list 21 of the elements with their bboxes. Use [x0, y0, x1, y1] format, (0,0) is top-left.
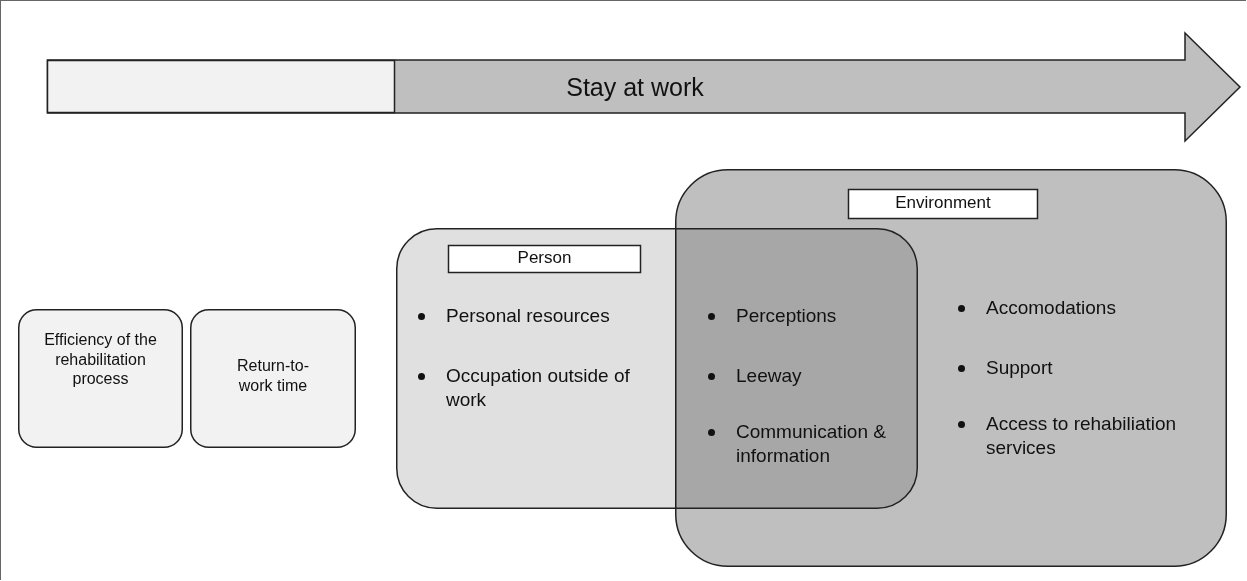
heading-box [448, 245, 641, 273]
list-item: Perceptions [736, 304, 838, 328]
heading-label: Environment [894, 193, 992, 214]
list-item: Accomodations [986, 296, 1117, 320]
list-item: Occupation outside of work [446, 364, 631, 412]
list-item: Leeway [736, 364, 803, 388]
timeline-band [47, 32, 1241, 142]
outcome-box [18, 309, 183, 448]
progress-bar [47, 60, 395, 113]
list-item: Access to rehabiliation services [986, 412, 1178, 460]
arrow-label: Stay at work [565, 72, 705, 103]
environment-area [675, 169, 1227, 567]
list-item: Support [986, 356, 1054, 380]
outcome-box [190, 309, 356, 448]
heading-box [848, 189, 1038, 219]
list-item: Personal resources [446, 304, 611, 328]
box-label: Return-to-work time [236, 356, 310, 396]
list-item: Communication & information [736, 420, 887, 468]
box-label: Efficiency of the rehabilitation process [43, 330, 158, 389]
heading-label: Person [516, 248, 573, 269]
person-area [396, 228, 918, 509]
